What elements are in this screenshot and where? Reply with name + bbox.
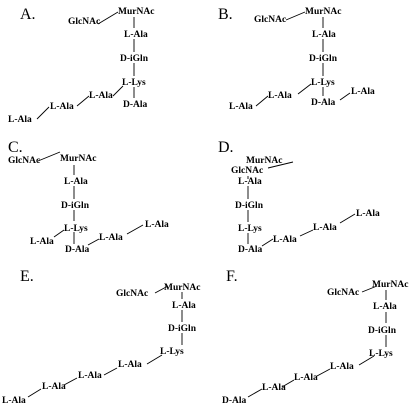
residue-bridge-ala-1: L-Ala (268, 91, 292, 101)
residue-l-lys: L-Lys (238, 224, 262, 234)
residue-d-ala: D-Ala (65, 245, 90, 255)
residue-murnac: MurNAc (118, 7, 154, 17)
residue-bridge-ala-3: L-Ala (42, 382, 66, 392)
residue-glcnac: GlcNAc (327, 288, 359, 298)
residue-murnac: MurNAc (246, 156, 282, 166)
residue-bridge-ala-1: L-Ala (30, 237, 54, 247)
bond-bridge-1-2 (316, 368, 331, 377)
residue-d-igln: D-iGln (309, 54, 338, 64)
bond-bridge-2-3 (36, 106, 50, 120)
bond-glcnac-murnac (285, 11, 306, 21)
residue-l-ala: L-Ala (64, 177, 88, 187)
residue-bridge-ala-2: L-Ala (99, 233, 123, 243)
residue-bridge-d-ala: D-Ala (222, 396, 247, 406)
residue-d-igln: D-iGln (61, 201, 90, 211)
residue-murnac: MurNAc (164, 283, 200, 293)
residue-l-lys: L-Lys (160, 347, 184, 357)
residue-bridge-ala-3: L-Ala (351, 87, 375, 97)
residue-l-lys: L-Lys (64, 224, 88, 234)
residue-bridge-ala-1: L-Ala (330, 362, 354, 372)
bond-glcnac-murnac (97, 11, 119, 25)
residue-bridge-ala-3: L-Ala (145, 220, 169, 230)
residue-l-ala: L-Ala (238, 177, 262, 187)
residue-d-igln: D-iGln (168, 324, 197, 334)
panel-label-f: F. (226, 268, 238, 285)
bond-bridge-1-2 (255, 95, 269, 107)
panel-a: A. GlcNAc MurNAc L-Ala D-iGln L-Lys D-Al… (8, 6, 154, 125)
panel-label-b: B. (218, 6, 233, 23)
residue-d-igln: D-iGln (120, 54, 149, 64)
bond-lys-bridge (297, 83, 312, 95)
panel-c: C. GlcNAc MurNAc L-Ala D-iGln L-Lys D-Al… (8, 139, 169, 255)
bond-lys-bridge (358, 355, 375, 366)
residue-l-lys: L-Lys (122, 78, 146, 88)
bond-bridge-3-4 (247, 388, 263, 398)
bond-lys-bridge (112, 85, 124, 97)
residue-bridge-ala-2: L-Ala (294, 373, 318, 383)
bond-bridge-2-3 (339, 213, 356, 224)
panel-label-e: E. (20, 268, 34, 285)
panel-d: D. GlcNAc MurNAc L-Ala D-iGln L-Lys D-Al… (218, 139, 380, 255)
bond-bridge-1-2 (103, 367, 118, 376)
residue-bridge-ala-2: L-Ala (50, 102, 74, 112)
bond-bridge-2-3 (281, 379, 295, 388)
residue-bridge-ala-4: L-Ala (2, 396, 26, 406)
bond-dala-bridge (339, 92, 351, 101)
residue-murnac: MurNAc (60, 154, 96, 164)
bond-bridge-1-2 (299, 229, 314, 237)
bond-bridge-2-3 (63, 377, 78, 386)
bond-glcnac-murnac (37, 151, 61, 162)
residue-l-ala: L-Ala (124, 30, 148, 40)
residue-d-ala: D-Ala (311, 98, 336, 108)
panel-e: E. GlcNAc MurNAc L-Ala D-iGln L-Lys L-Al… (2, 268, 200, 406)
residue-l-ala: L-Ala (172, 301, 196, 311)
residue-bridge-ala-3: L-Ala (262, 383, 286, 393)
bond-glcnac-murnac (267, 161, 294, 169)
residue-bridge-ala-1: L-Ala (273, 235, 297, 245)
bond-bridge-2-3 (126, 224, 144, 235)
residue-d-igln: D-iGln (368, 326, 397, 336)
panel-b: B. GlcNAc MurNAc L-Ala D-iGln L-Lys D-Al… (218, 6, 375, 112)
residue-glcnac: GlcNAc (8, 156, 40, 166)
panel-f: F. GlcNAc MurNAc L-Ala D-iGln L-Lys L-Al… (222, 268, 408, 406)
residue-d-igln: D-iGln (235, 201, 264, 211)
bond-bridge-1-2 (76, 95, 90, 107)
residue-bridge-ala-2: L-Ala (78, 371, 102, 381)
residue-glcnac: GlcNAc (231, 166, 263, 176)
bond-dala-bridge (261, 238, 274, 247)
residue-glcnac: GlcNAc (68, 17, 100, 27)
panel-label-c: C. (8, 139, 23, 156)
residue-d-ala: D-Ala (238, 245, 263, 255)
residue-l-ala: L-Ala (373, 302, 397, 312)
residue-l-lys: L-Lys (311, 78, 335, 88)
residue-d-ala: D-Ala (123, 100, 148, 110)
panel-label-a: A. (20, 6, 36, 23)
bond-lys-bridge (146, 354, 163, 365)
bond-lys-bridge (53, 229, 65, 238)
residue-murnac: MurNAc (372, 280, 408, 290)
panel-label-d: D. (218, 139, 234, 156)
residue-l-ala: L-Ala (312, 30, 336, 40)
residue-bridge-ala-2: L-Ala (229, 102, 253, 112)
residue-murnac: MurNAc (305, 7, 341, 17)
residue-l-lys: L-Lys (369, 349, 393, 359)
residue-glcnac: GlcNAc (254, 15, 286, 25)
bond-bridge-3-4 (27, 388, 42, 398)
residue-bridge-ala-1: L-Ala (89, 91, 113, 101)
residue-bridge-ala-3: L-Ala (8, 115, 32, 125)
bond-glcnac-murnac (361, 285, 378, 293)
bond-glcnac-murnac (154, 285, 169, 294)
residue-bridge-ala-2: L-Ala (313, 223, 337, 233)
residue-bridge-ala-3: L-Ala (356, 209, 380, 219)
residue-bridge-ala-1: L-Ala (118, 360, 142, 370)
bond-dala-bridge (87, 238, 100, 246)
residue-glcnac: GlcNAc (116, 289, 148, 299)
